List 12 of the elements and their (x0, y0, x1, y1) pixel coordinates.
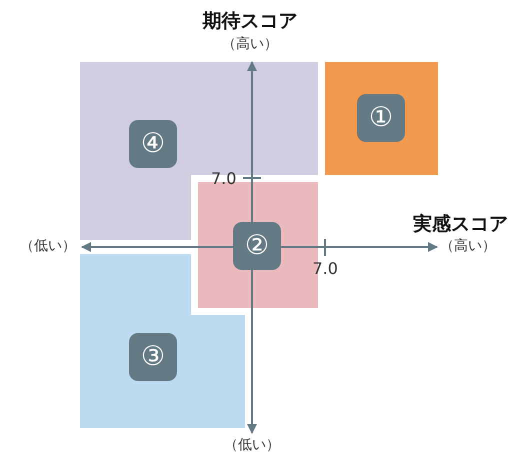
axis-end-label: （低い） (20, 237, 76, 255)
threshold-value: 7.0 (312, 259, 338, 278)
number-badge: ① (357, 94, 405, 142)
axis-end-label: （高い） (222, 35, 278, 53)
number-badge: ④ (129, 120, 177, 168)
axis-end-label: （高い） (440, 237, 496, 255)
axis-title: 期待スコア (202, 9, 298, 34)
number-badge: ③ (129, 333, 177, 381)
number-badge: ② (233, 222, 281, 270)
axis-title: 実感スコア (413, 212, 508, 237)
axis-end-label: （低い） (224, 436, 280, 454)
threshold-value: 7.0 (211, 169, 236, 188)
